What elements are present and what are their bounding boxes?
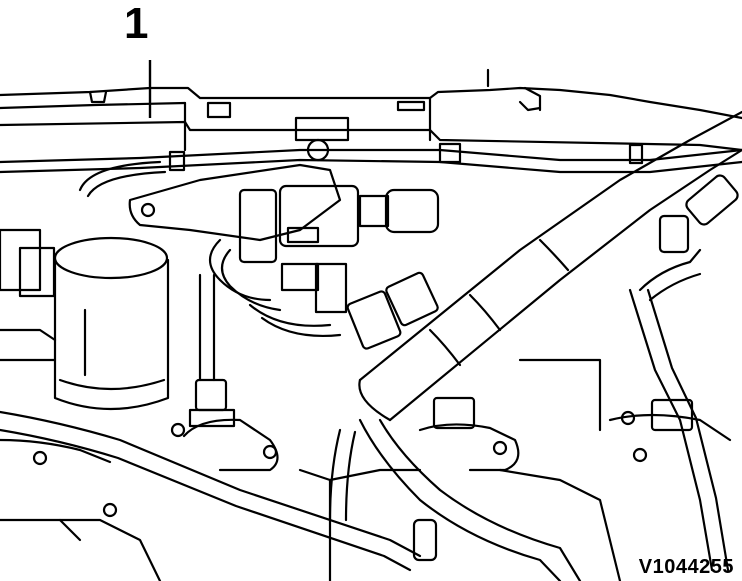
- figure-id-label: V1044255: [638, 556, 734, 578]
- bracket: [128, 116, 350, 242]
- injector-sockets: [170, 273, 732, 472]
- right-harness: [628, 174, 739, 572]
- connectors: [208, 184, 440, 350]
- engine-cover: [0, 68, 742, 152]
- oil-filter: [0, 228, 170, 411]
- upper-harness: [0, 142, 742, 198]
- engine-block: [0, 358, 622, 581]
- diagonal-harness: [358, 110, 742, 422]
- lower-hose: [328, 418, 582, 581]
- callout-label-1: 1: [124, 0, 149, 48]
